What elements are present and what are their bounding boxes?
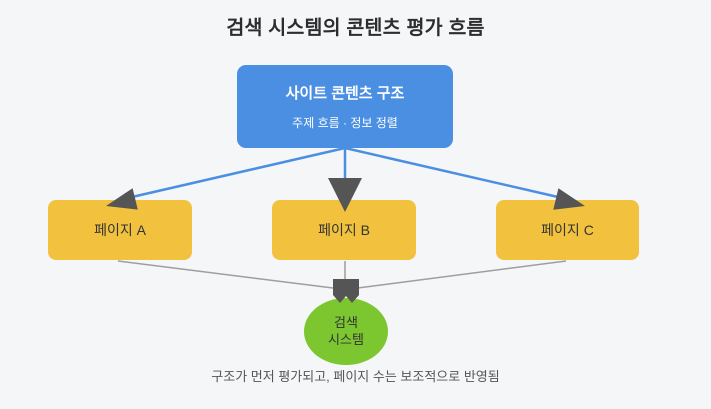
edge-root-to-page-c	[344, 146, 559, 199]
root-node-title: 사이트 콘텐츠 구조	[285, 85, 405, 102]
page-a-label: 페이지 A	[94, 222, 146, 238]
search-system-label-line2: 시스템	[328, 331, 364, 347]
edge-page-a-to-search-system	[117, 260, 342, 290]
node-page-c: 페이지 C	[496, 200, 639, 260]
edge-page-c-to-search-system	[349, 260, 567, 290]
root-node-subtitle: 주제 흐름 · 정보 정렬	[292, 116, 398, 130]
node-page-b: 페이지 B	[272, 200, 416, 260]
diagram-caption: 구조가 먼저 평가되고, 페이지 수는 보조적으로 반영됨	[211, 369, 500, 384]
node-page-a: 페이지 A	[48, 200, 192, 260]
search-system-label-line1: 검색	[334, 314, 358, 330]
page-b-label: 페이지 B	[318, 222, 370, 238]
edge-root-to-page-a	[131, 146, 346, 199]
diagram-title: 검색 시스템의 콘텐츠 평가 흐름	[226, 17, 485, 39]
node-site-content-structure: 사이트 콘텐츠 구조 주제 흐름 · 정보 정렬	[237, 65, 453, 148]
node-search-system: 검색 시스템	[304, 298, 388, 365]
page-c-label: 페이지 C	[541, 222, 594, 238]
